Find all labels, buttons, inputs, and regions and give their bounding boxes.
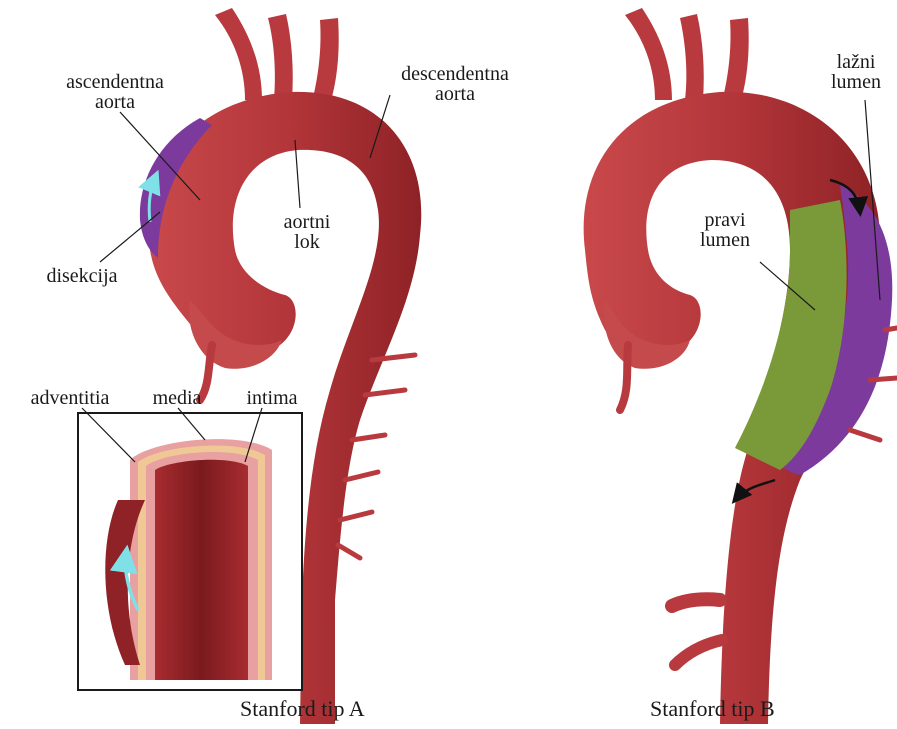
- label-true-lumen: pravi lumen: [680, 210, 770, 250]
- label-arch-line1: aortni: [262, 212, 352, 232]
- panel-b-aorta: [584, 8, 897, 724]
- label-false-lumen: lažni lumen: [815, 52, 897, 92]
- label-descending-line1: descendentna: [370, 64, 540, 84]
- label-ascending-line1: ascendentna: [40, 72, 190, 92]
- label-arch-line2: lok: [262, 232, 352, 252]
- renal-branch-b: [672, 599, 720, 606]
- label-true-line2: lumen: [680, 230, 770, 250]
- label-descending-aorta: descendentna aorta: [370, 64, 540, 104]
- label-dissection: disekcija: [22, 266, 142, 286]
- carotid-artery: [268, 14, 293, 100]
- label-adventitia: adventitia: [10, 388, 130, 408]
- vessel-lumen: [155, 460, 248, 680]
- vessel-wall-inset: [78, 408, 302, 690]
- label-descending-line2: aorta: [370, 84, 540, 104]
- carotid-artery-b: [680, 14, 704, 100]
- label-false-line1: lažni: [815, 52, 897, 72]
- subclavian-artery-b: [722, 18, 749, 104]
- caption-stanford-b: Stanford tip B: [650, 696, 775, 722]
- subclavian-artery: [312, 18, 339, 104]
- brachiocephalic-artery-b: [625, 8, 672, 100]
- label-intima: intima: [232, 388, 312, 408]
- brachiocephalic-artery: [215, 8, 262, 100]
- label-aortic-arch: aortni lok: [262, 212, 352, 252]
- label-false-line2: lumen: [815, 72, 897, 92]
- label-true-line1: pravi: [680, 210, 770, 230]
- iliac-branch-b: [675, 640, 722, 665]
- label-ascending-line2: aorta: [40, 92, 190, 112]
- label-ascending-aorta: ascendentna aorta: [40, 72, 190, 112]
- caption-stanford-a: Stanford tip A: [240, 696, 365, 722]
- label-media: media: [132, 388, 222, 408]
